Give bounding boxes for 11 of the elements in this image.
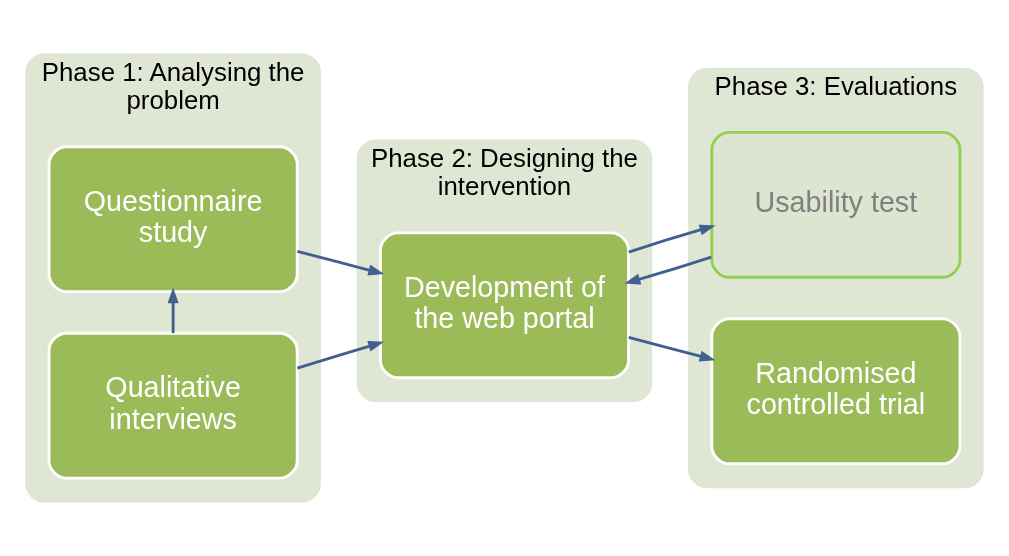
- arrow: [167, 287, 179, 334]
- arrow: [297, 249, 385, 276]
- arrow: [296, 340, 385, 370]
- arrow: [624, 255, 712, 285]
- node-box: Development of the web portal: [378, 231, 631, 380]
- arrow: [628, 336, 716, 362]
- node-box: Usability test: [710, 130, 962, 279]
- arrow: [628, 224, 716, 254]
- node-box: Randomised controlled trial: [710, 317, 962, 466]
- node-box: Questionnaire study: [47, 145, 299, 294]
- node-box: Qualitative interviews: [47, 331, 299, 480]
